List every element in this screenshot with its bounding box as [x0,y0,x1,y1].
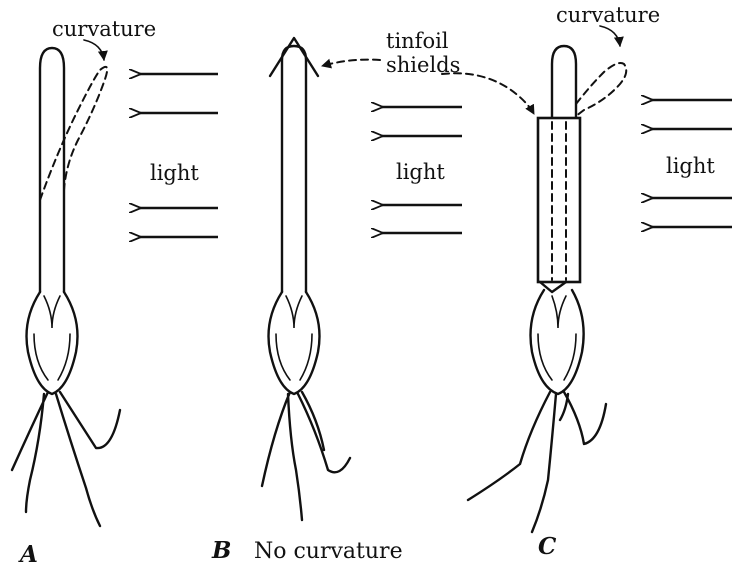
light-arrows-a [140,74,218,237]
seedling-a [12,48,120,526]
seedling-b [262,38,350,520]
light-label-b: light [396,160,445,184]
panel-letter-b: B [211,537,231,564]
tinfoil-pointer-b [322,60,380,66]
seedling-c [468,46,626,532]
roots-a [12,392,120,526]
roots-c [468,392,606,532]
tinfoil-label-line1: tinfoil [386,29,449,53]
light-label-c: light [666,154,715,178]
light-label-a: light [150,161,199,185]
coleoptile-a [40,48,64,292]
bent-tip-c [576,63,626,116]
tinfoil-cap-b [270,38,318,76]
curvature-arrow-a [84,40,104,60]
curvature-arrow-c [600,26,620,46]
panel-letter-c: C [538,533,557,560]
roots-b [262,392,350,520]
coleoptile-b [282,46,306,292]
caption-no-curvature: No curvature [254,539,403,564]
coleoptile-tip-c [552,46,576,120]
bent-tip-a [40,67,107,200]
curvature-label-c: curvature [556,3,660,27]
curvature-label-a: curvature [52,17,156,41]
panel-letter-a: A [18,541,38,568]
tinfoil-sleeve-c [538,118,580,282]
